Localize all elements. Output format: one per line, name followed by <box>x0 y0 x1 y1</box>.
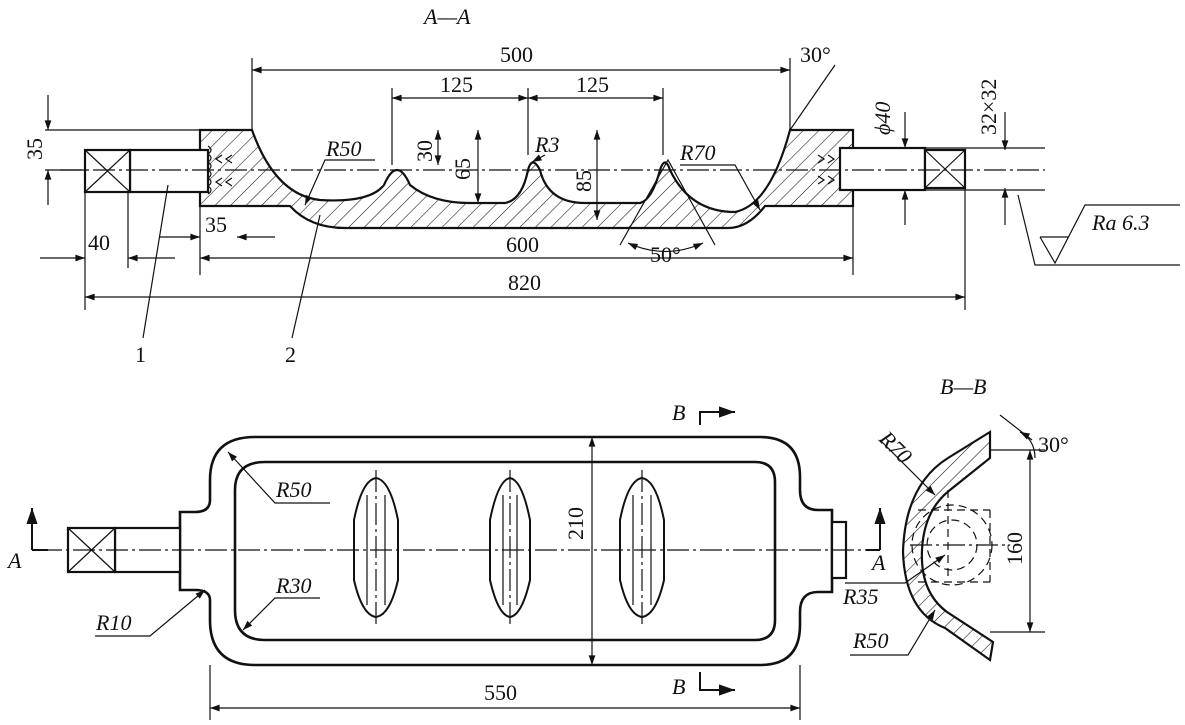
section-b-b-title: B—B <box>940 374 986 399</box>
rib-right <box>619 470 665 625</box>
rib-middle <box>489 470 531 625</box>
dim-30-deg: 30° <box>800 42 831 67</box>
plan-view: 210 550 R50 R30 R10 A A B B <box>6 400 886 720</box>
cut-label-a-left: A <box>6 548 22 573</box>
dim-40: 40 <box>88 230 110 255</box>
dim-65: 65 <box>450 158 475 180</box>
section-a-a-view: A—A 500 30° 125 125 35 30 <box>22 4 1180 367</box>
plan-cavity-outline <box>233 460 777 642</box>
dim-125-left: 125 <box>440 72 473 97</box>
radius-r10-plan: R10 <box>95 610 131 635</box>
dim-phi40: ϕ40 <box>870 102 895 135</box>
dim-210: 210 <box>563 507 588 540</box>
plan-outer-outline <box>178 435 834 667</box>
cut-label-b-bottom: B <box>672 674 685 699</box>
cut-label-b-top: B <box>672 400 685 425</box>
dim-160: 160 <box>1002 532 1027 565</box>
radius-r70-top: R70 <box>679 140 715 165</box>
radius-r35-bb: R35 <box>842 584 878 609</box>
right-shaft <box>838 146 927 192</box>
section-b-b-view: B—B 160 30° R70 R35 R50 <box>842 374 1069 662</box>
radius-r70-bb: R70 <box>874 425 917 468</box>
left-shaft <box>128 148 210 194</box>
radius-r50-plan: R50 <box>275 477 311 502</box>
dim-550: 550 <box>484 680 517 705</box>
mold-body-section <box>198 128 855 230</box>
section-b-b-wall <box>901 430 995 662</box>
radius-r3: R3 <box>534 132 559 157</box>
dim-500: 500 <box>500 42 533 67</box>
rib-left <box>353 470 399 625</box>
part-label-1: 1 <box>135 342 146 367</box>
dim-600: 600 <box>506 232 539 257</box>
dim-35-vertical: 35 <box>22 138 47 160</box>
dim-35-horizontal: 35 <box>205 212 227 237</box>
dim-30-deg-bb: 30° <box>1038 432 1069 457</box>
radius-r50-bb: R50 <box>852 628 888 653</box>
dim-50-deg: 50° <box>650 242 681 267</box>
radius-r30-plan: R30 <box>275 573 311 598</box>
dim-820: 820 <box>508 270 541 295</box>
dim-85: 85 <box>571 170 596 192</box>
roughness-ra: Ra 6.3 <box>1091 210 1149 235</box>
section-a-a-title: A—A <box>422 4 471 29</box>
dim-30: 30 <box>412 140 437 162</box>
dim-32x32: 32×32 <box>976 79 1001 135</box>
dim-125-right: 125 <box>576 72 609 97</box>
radius-r50-top: R50 <box>325 136 361 161</box>
cut-label-a-right: A <box>870 550 886 575</box>
part-label-2: 2 <box>285 342 296 367</box>
